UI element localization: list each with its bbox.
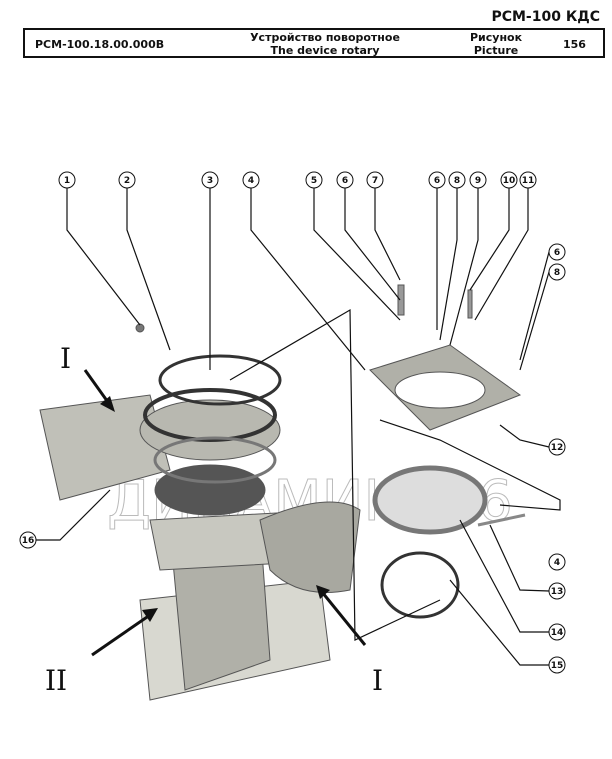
picture-ru: Рисунок — [470, 31, 523, 44]
svg-text:10: 10 — [503, 176, 516, 186]
svg-text:7: 7 — [372, 176, 378, 186]
svg-text:12: 12 — [551, 443, 564, 453]
callout: 15 — [548, 656, 566, 674]
title-block: РСМ-100.18.00.000В Устройство поворотное… — [23, 28, 605, 58]
callout: 6 — [548, 243, 566, 261]
svg-text:8: 8 — [454, 176, 460, 186]
callout: 6 — [336, 171, 354, 189]
callout: 1 — [58, 171, 76, 189]
callout: 11 — [519, 171, 537, 189]
callout: 3 — [201, 171, 219, 189]
svg-text:9: 9 — [475, 176, 481, 186]
callouts-top: 1 2 3 4 5 6 7 6 8 9 10 11 — [58, 171, 537, 189]
view-markers: I II I — [45, 342, 383, 697]
callouts-right: 6 8 12 4 13 14 15 — [548, 243, 566, 674]
svg-text:3: 3 — [207, 176, 213, 186]
callout: 2 — [118, 171, 136, 189]
svg-text:16: 16 — [22, 536, 35, 546]
view-label-i-2: I — [372, 664, 383, 697]
svg-text:15: 15 — [551, 661, 564, 671]
svg-text:4: 4 — [248, 176, 254, 186]
svg-text:4: 4 — [554, 558, 560, 568]
svg-text:8: 8 — [554, 268, 560, 278]
callout-left: 16 — [19, 531, 37, 549]
mounting-plate — [369, 284, 526, 619]
svg-text:1: 1 — [64, 176, 70, 186]
part-code: РСМ-100.18.00.000В — [35, 38, 165, 51]
callout: 7 — [366, 171, 384, 189]
frame-assembly — [39, 323, 361, 593]
title-ru: Устройство поворотное — [250, 31, 400, 44]
callout: 4 — [242, 171, 260, 189]
svg-text:13: 13 — [551, 587, 564, 597]
svg-text:14: 14 — [551, 628, 564, 638]
svg-text:5: 5 — [311, 176, 317, 186]
svg-text:6: 6 — [434, 176, 440, 186]
svg-text:11: 11 — [522, 176, 535, 186]
callout: 8 — [548, 263, 566, 281]
svg-text:2: 2 — [124, 176, 130, 186]
callout: 6 — [428, 171, 446, 189]
brand-label: РСМ-100 КДС — [491, 9, 600, 25]
svg-text:6: 6 — [342, 176, 348, 186]
callout: 12 — [548, 438, 566, 456]
callout: 9 — [469, 171, 487, 189]
callout: 4 — [548, 553, 566, 571]
callout: 8 — [448, 171, 466, 189]
view-label-i: I — [60, 342, 71, 375]
picture-en: Picture — [473, 44, 519, 57]
callout: 13 — [548, 582, 566, 600]
title-en: The device rotary — [270, 44, 380, 57]
svg-text:6: 6 — [554, 248, 560, 258]
callout: 10 — [500, 171, 518, 189]
callout: 14 — [548, 623, 566, 641]
picture-number: 156 — [563, 38, 586, 51]
view-label-ii: II — [45, 664, 67, 697]
leader-lines — [36, 188, 561, 666]
callout: 5 — [305, 171, 323, 189]
